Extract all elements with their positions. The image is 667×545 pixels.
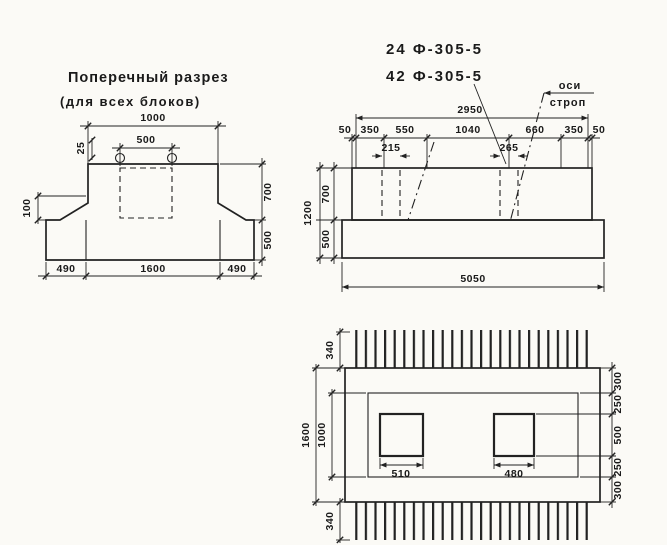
dim-top-chain: 50 350 550 1040 660 350 50 2950	[339, 104, 606, 168]
dim-offset-right-label: 265	[499, 142, 518, 154]
recess-dashed-rect	[119, 167, 173, 219]
dim-opening-right-label: 480	[504, 468, 523, 480]
base-slab-stippled	[341, 219, 605, 259]
plan-right-300-bottom: 300	[612, 480, 624, 499]
dim-elevation-heights: 700 500 1200	[302, 162, 352, 264]
cross-section-title: Поперечный разрез	[68, 70, 229, 86]
chain-350-left: 350	[360, 124, 379, 136]
chain-550: 550	[395, 124, 414, 136]
dim-top-width-label: 1000	[140, 112, 165, 124]
dim-recess-width: 500	[112, 134, 180, 166]
plan-right-500: 500	[612, 425, 624, 444]
plan-opening-left	[378, 412, 425, 458]
dim-edge-height-label: 100	[21, 198, 33, 217]
plan-right-300-top: 300	[612, 371, 624, 390]
dim-total-bottom-label: 5050	[460, 273, 485, 285]
dim-top-width: 1000	[80, 112, 226, 164]
dim-plan-left: 340 340 1000 1600	[300, 328, 344, 544]
chain-50-right: 50	[593, 124, 606, 136]
dim-base-left-label: 490	[56, 263, 75, 275]
dim-elev-height-upper-label: 700	[320, 184, 332, 203]
cross-section-subtitle: (для всех блоков)	[60, 94, 201, 109]
chain-1040: 1040	[455, 124, 480, 136]
chain-350-right: 350	[564, 124, 583, 136]
plan-right-250-bottom: 250	[612, 457, 624, 476]
dim-height-upper-label: 700	[262, 182, 274, 201]
dim-plan-openings: 510 480	[380, 462, 534, 480]
dim-total-top-label: 2950	[457, 104, 482, 116]
dim-elev-height-lower-label: 500	[320, 229, 332, 248]
dim-section-heights: 700 500	[220, 158, 274, 266]
dim-loop-offset: 25	[75, 136, 96, 162]
chain-50-left: 50	[339, 124, 352, 136]
dim-total-bottom: 5050	[341, 262, 605, 292]
plan-view: 300 250 500 250 300 340 340 1000 1600	[300, 328, 624, 544]
dim-elev-height-total-label: 1200	[302, 200, 314, 225]
plan-outer-rect	[344, 367, 601, 503]
dim-height-lower-label: 500	[262, 230, 274, 249]
sling-axes-label-2: строп	[550, 97, 587, 109]
dim-recess-width-label: 500	[136, 134, 155, 146]
sling-axes-callout: оси строп	[407, 80, 594, 223]
strand-bars-bottom	[352, 502, 592, 540]
elevation-outline	[341, 167, 605, 259]
dim-small-offsets: 215 265	[372, 142, 528, 159]
strand-bars-top	[352, 330, 592, 368]
dim-base-right-label: 490	[227, 263, 246, 275]
plan-opening-right	[492, 412, 536, 458]
dim-opening-left-label: 510	[391, 468, 410, 480]
chain-660: 660	[525, 124, 544, 136]
plan-left-340-bottom: 340	[324, 511, 336, 530]
dim-base-middle-label: 1600	[140, 263, 165, 275]
dim-offset-left-label: 215	[381, 142, 400, 154]
elevation-view: 24 Ф-305-5 42 Ф-305-5 оси строп	[302, 41, 605, 292]
sling-axis-right	[509, 92, 545, 223]
dim-edge-height: 100	[21, 192, 86, 224]
sling-axis-left	[407, 141, 435, 221]
plan-inner-rect	[367, 392, 579, 478]
plan-right-250-top: 250	[612, 394, 624, 413]
block-mark-42: 42 Ф-305-5	[386, 68, 483, 85]
sling-axes-label-1: оси	[559, 80, 581, 92]
plan-left-1000: 1000	[316, 422, 328, 447]
dim-plan-right-chain: 300 250 500 250 300	[608, 362, 624, 508]
dim-loop-offset-label: 25	[75, 142, 87, 155]
plan-left-1600: 1600	[300, 422, 312, 447]
cross-section-view: Поперечный разрез (для всех блоков) 1000	[21, 70, 274, 280]
dim-base-widths: 490 1600 490	[38, 262, 262, 280]
plan-left-340-top: 340	[324, 340, 336, 359]
mark-leader-line	[473, 83, 507, 165]
block-mark-24: 24 Ф-305-5	[386, 41, 483, 58]
